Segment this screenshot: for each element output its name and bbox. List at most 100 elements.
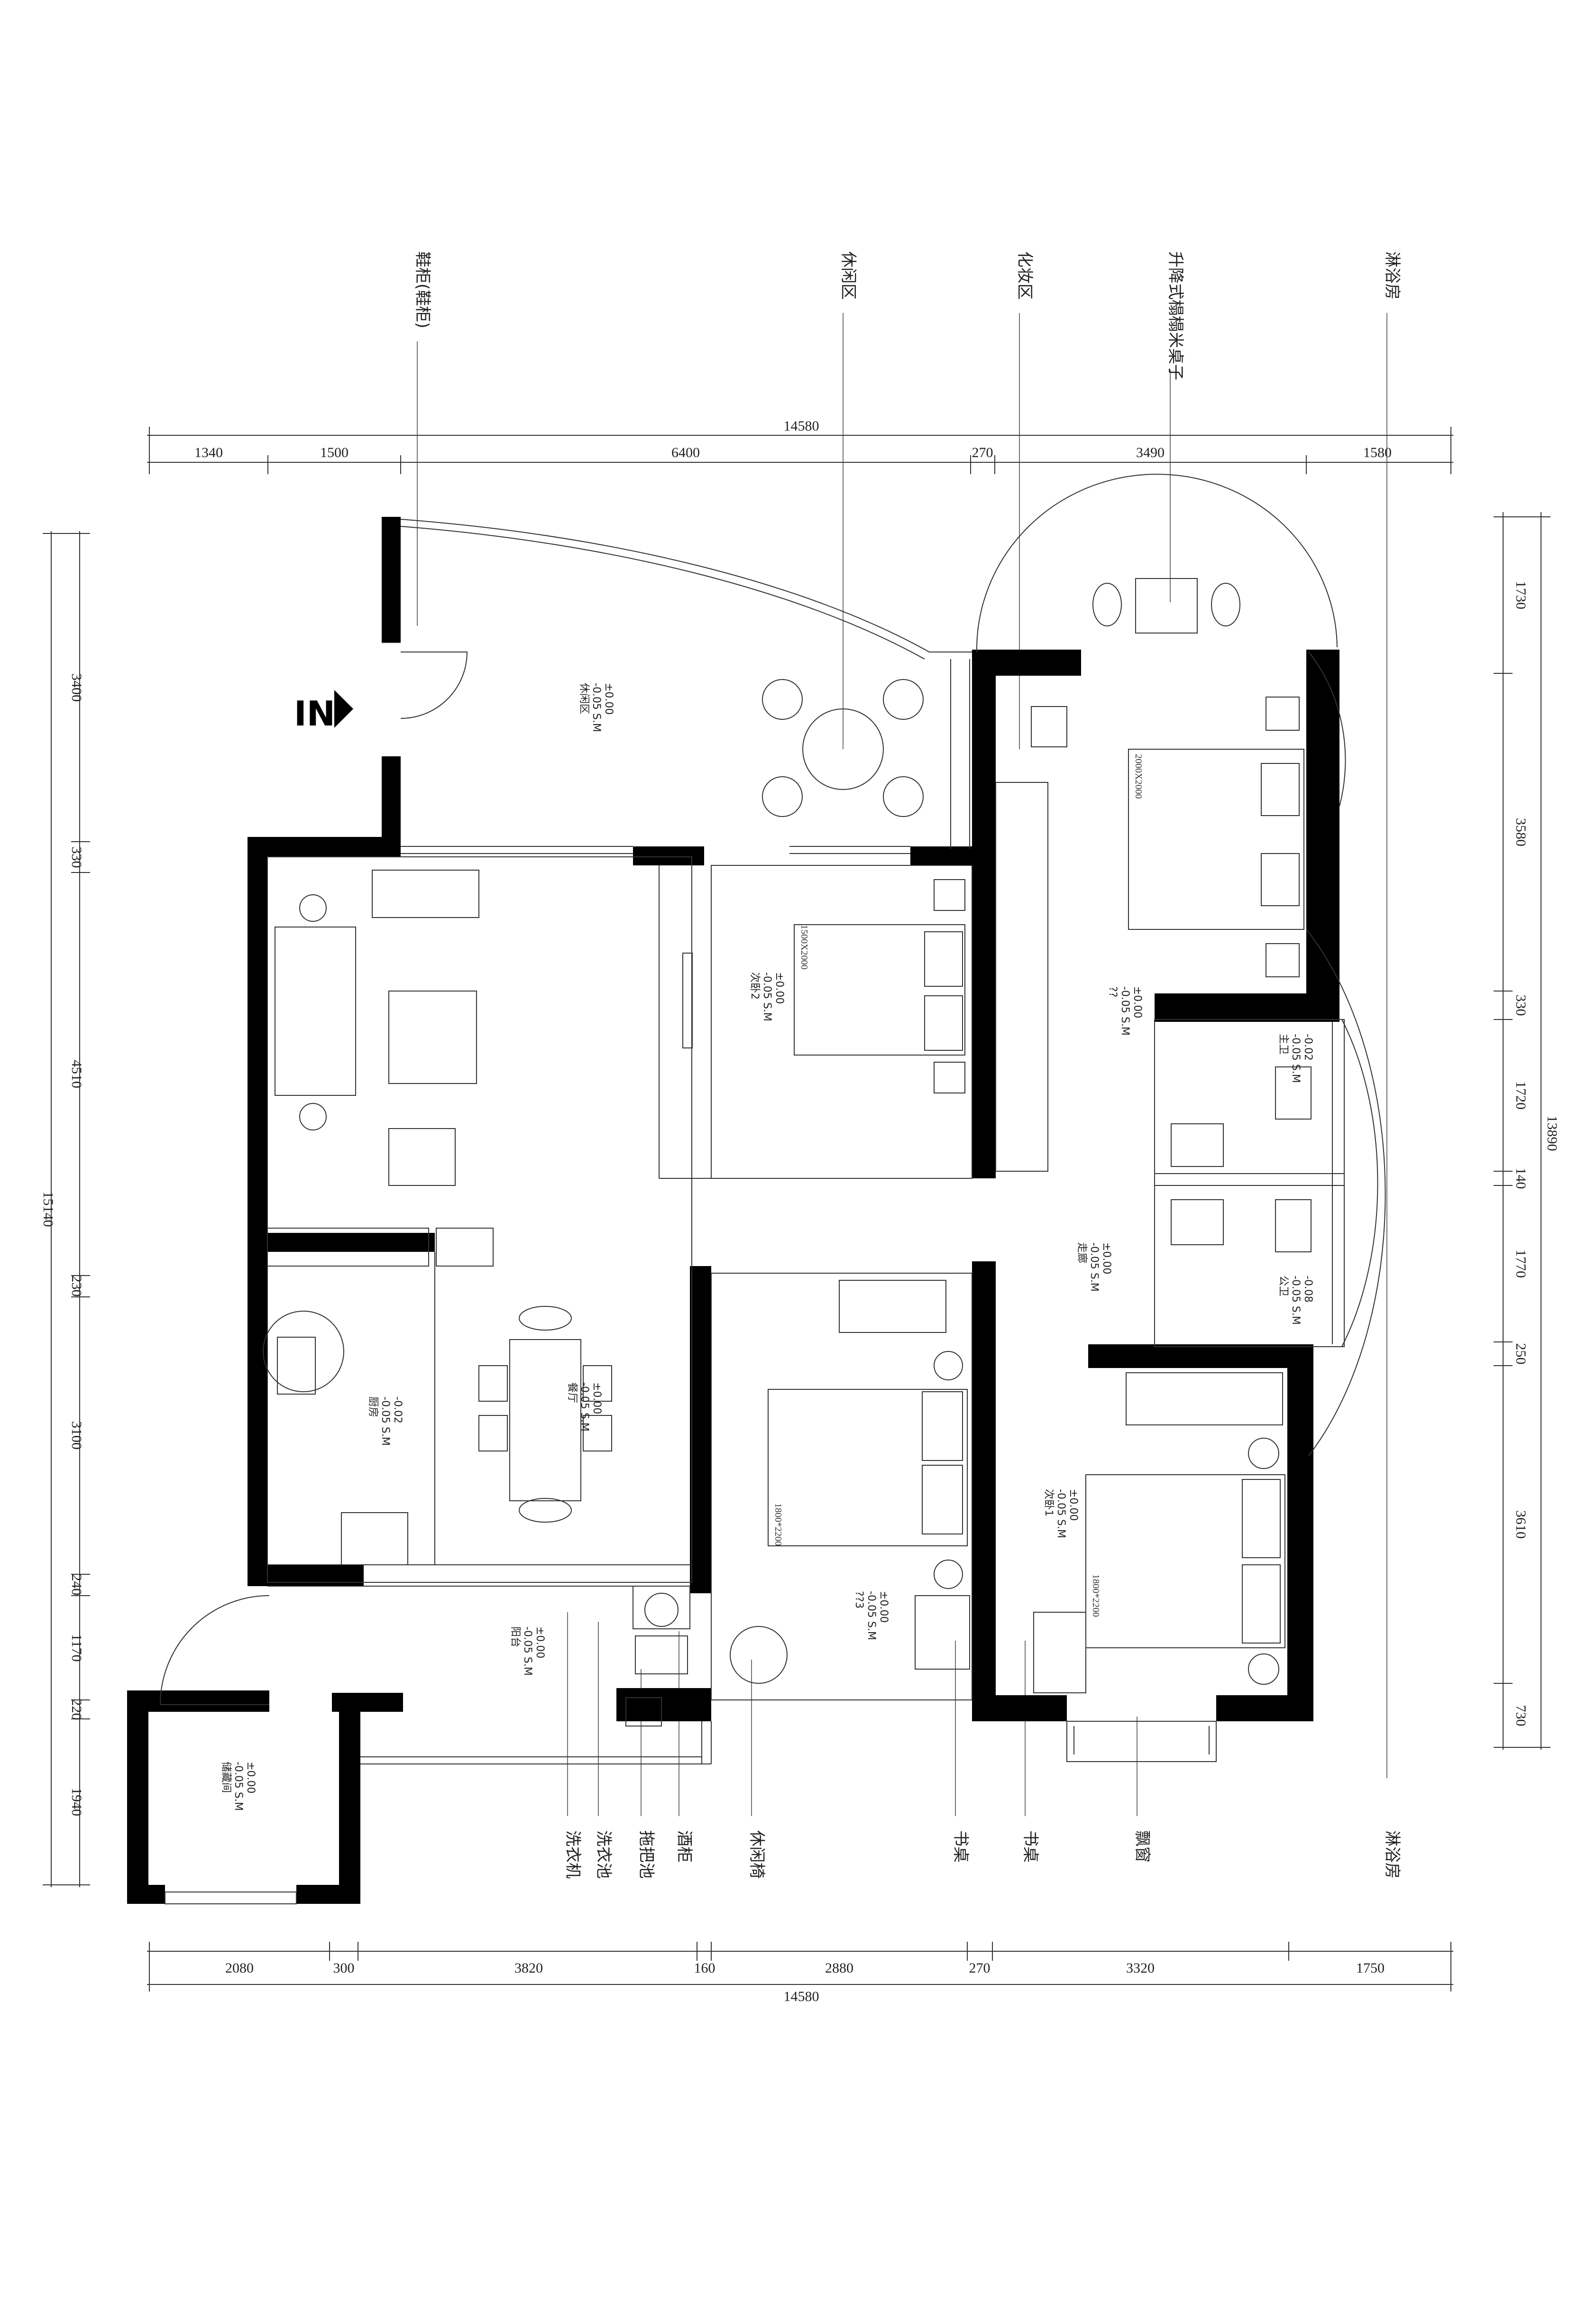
left-dim-9: 1940 xyxy=(69,1788,84,1816)
room-tag-hall: 走廊 -0.05 S.M ±0.00 xyxy=(1076,1242,1112,1292)
left-dim-6: 240 xyxy=(69,1574,84,1596)
room-tag-balcony: 阳台 -0.05 S.M ±0.00 xyxy=(509,1626,546,1676)
left-dim-4: 230 xyxy=(69,1276,84,1297)
bed-size-bedroom1: 1800*2200 xyxy=(1091,1574,1101,1617)
svg-text:次卧1: 次卧1 xyxy=(1043,1489,1055,1516)
room-tags: 休闲区 -0.05 S.M ±0.00 次卧2 -0.05 S.M ±0.00 … xyxy=(220,683,1314,1811)
top-dim-5: 3490 xyxy=(1136,445,1165,460)
right-dim-1: 1730 xyxy=(1513,581,1529,609)
label-leisure-area: 休闲区 xyxy=(839,251,858,300)
right-dim-3: 330 xyxy=(1513,995,1529,1016)
room-tag-master: ?? -0.05 S.M ±0.00 xyxy=(1107,986,1143,1036)
right-dim-6: 1770 xyxy=(1513,1249,1529,1278)
label-washing-machine: 洗衣机 xyxy=(563,1830,582,1879)
svg-text:±0.00: ±0.00 xyxy=(534,1626,546,1658)
walls xyxy=(127,517,1339,1904)
svg-text:厨房: 厨房 xyxy=(367,1396,379,1417)
right-dim-2: 3580 xyxy=(1513,818,1529,846)
svg-text:-0.05 S.M: -0.05 S.M xyxy=(578,1382,590,1432)
label-dressing-area: 化妆区 xyxy=(1015,251,1034,300)
room-tag-bedroom1: 次卧1 -0.05 S.M ±0.00 xyxy=(1043,1489,1079,1538)
svg-text:-0.05 S.M: -0.05 S.M xyxy=(590,683,602,732)
right-total-dim: 13890 xyxy=(1544,1116,1560,1151)
right-dim-4: 1720 xyxy=(1513,1081,1529,1110)
room-tag-bath1: 主卫 -0.05 S.M -0.02 xyxy=(1277,1034,1314,1083)
bottom-dim-7: 3320 xyxy=(1126,1960,1155,1976)
svg-text:-0.05 S.M: -0.05 S.M xyxy=(522,1626,533,1676)
top-dim-1: 1340 xyxy=(194,445,223,460)
svg-text:-0.05 S.M: -0.05 S.M xyxy=(232,1762,244,1811)
svg-text:-0.05 S.M: -0.05 S.M xyxy=(379,1396,391,1446)
label-desk-1: 书桌 xyxy=(951,1830,970,1863)
svg-text:-0.05 S.M: -0.05 S.M xyxy=(1290,1276,1302,1325)
bottom-total-dim: 14580 xyxy=(784,1989,819,2004)
label-lounge-chair: 休闲椅 xyxy=(747,1830,766,1879)
svg-text:±0.00: ±0.00 xyxy=(1067,1489,1079,1521)
right-dim-8: 3610 xyxy=(1513,1510,1529,1539)
label-tatami-table: 升降式榻榻米桌子 xyxy=(1166,251,1185,380)
top-dim-4: 270 xyxy=(972,445,993,460)
bed-size-master: 2000X2000 xyxy=(1133,754,1144,799)
label-desk-2: 书桌 xyxy=(1021,1830,1040,1863)
right-dimension-lines: 13890 1730 3580 330 1720 140 1770 250 36… xyxy=(1494,512,1560,1750)
label-wine-cabinet: 酒柜 xyxy=(675,1830,694,1863)
bed-size-labels: 2000X2000 1500X2000 1800*2200 1800*2200 xyxy=(773,754,1144,1617)
left-dim-3: 4510 xyxy=(69,1060,84,1088)
right-dim-5: 140 xyxy=(1513,1168,1529,1189)
svg-text:±0.00: ±0.00 xyxy=(773,972,785,1004)
right-dim-7: 250 xyxy=(1513,1343,1529,1365)
svg-text:±0.00: ±0.00 xyxy=(245,1762,257,1793)
svg-text:公卫: 公卫 xyxy=(1277,1276,1289,1296)
svg-text:-0.05 S.M: -0.05 S.M xyxy=(1119,986,1131,1036)
svg-text:-0.05 S.M: -0.05 S.M xyxy=(865,1591,877,1640)
room-tag-study: ??3 -0.05 S.M ±0.00 xyxy=(853,1591,890,1640)
top-total-dim: 14580 xyxy=(784,418,819,434)
bottom-dim-1: 2080 xyxy=(225,1960,254,1976)
svg-text:??3: ??3 xyxy=(853,1591,865,1608)
svg-text:±0.00: ±0.00 xyxy=(591,1382,603,1414)
room-tag-storage: 储藏间 -0.05 S.M ±0.00 xyxy=(220,1762,257,1811)
top-leader-labels: 鞋柜(鞋柜) 休闲区 化妆区 升降式榻榻米桌子 淋浴房 xyxy=(413,251,1402,1778)
room-tag-bath2: 公卫 -0.05 S.M -0.08 xyxy=(1277,1276,1314,1325)
left-dim-2: 330 xyxy=(69,847,84,868)
room-tag-bedroom2: 次卧2 -0.05 S.M ±0.00 xyxy=(749,972,785,1021)
svg-text:-0.05 S.M: -0.05 S.M xyxy=(1055,1489,1067,1538)
entrance-label: IN xyxy=(294,694,335,734)
svg-text:次卧2: 次卧2 xyxy=(749,972,761,1000)
svg-text:±0.00: ±0.00 xyxy=(1131,986,1143,1018)
svg-text:-0.02: -0.02 xyxy=(1302,1034,1314,1061)
label-laundry-sink: 洗衣池 xyxy=(594,1830,613,1879)
bottom-dimension-lines: 14580 2080 300 3820 160 2880 270 3320 17… xyxy=(147,1942,1453,2004)
svg-text:-0.08: -0.08 xyxy=(1302,1276,1314,1303)
svg-text:±0.00: ±0.00 xyxy=(878,1591,890,1623)
top-dimension-lines: 14580 1340 1500 6400 270 3490 1580 xyxy=(147,418,1453,474)
svg-text:主卫: 主卫 xyxy=(1277,1034,1289,1055)
room-tag-garden: 休闲区 -0.05 S.M ±0.00 xyxy=(578,683,615,732)
svg-text:-0.05 S.M: -0.05 S.M xyxy=(1088,1242,1100,1292)
bottom-leader-labels: 洗衣机 洗衣池 拖把池 酒柜 休闲椅 书桌 书桌 飘窗 淋浴房 xyxy=(563,1612,1402,1879)
top-dim-6: 1580 xyxy=(1363,445,1392,460)
left-dim-1: 3400 xyxy=(69,673,84,702)
bottom-dim-5: 2880 xyxy=(825,1960,853,1976)
entrance-arrow: IN xyxy=(294,690,353,734)
bed-size-study: 1800*2200 xyxy=(773,1503,783,1546)
right-dim-9: 730 xyxy=(1513,1705,1529,1726)
bottom-dim-2: 300 xyxy=(333,1960,355,1976)
svg-text:±0.00: ±0.00 xyxy=(1101,1242,1112,1274)
svg-text:??: ?? xyxy=(1107,986,1119,997)
svg-text:-0.05 S.M: -0.05 S.M xyxy=(761,972,773,1021)
svg-text:储藏间: 储藏间 xyxy=(220,1762,232,1793)
label-mop-sink: 拖把池 xyxy=(637,1830,656,1879)
left-dim-7: 1170 xyxy=(69,1634,84,1662)
svg-text:走廊: 走廊 xyxy=(1076,1242,1088,1263)
svg-text:-0.02: -0.02 xyxy=(392,1396,404,1423)
room-tag-kitchen: 厨房 -0.05 S.M -0.02 xyxy=(367,1396,404,1446)
left-dimension-lines: 15140 3400 330 4510 230 3100 240 1170 22… xyxy=(40,531,90,1887)
left-total-dim: 15140 xyxy=(40,1192,56,1227)
room-outlines xyxy=(160,474,1386,1904)
top-dim-3: 6400 xyxy=(671,445,700,460)
svg-text:休闲区: 休闲区 xyxy=(578,683,590,714)
furniture xyxy=(263,578,1312,1726)
svg-text:-0.05 S.M: -0.05 S.M xyxy=(1290,1034,1302,1083)
